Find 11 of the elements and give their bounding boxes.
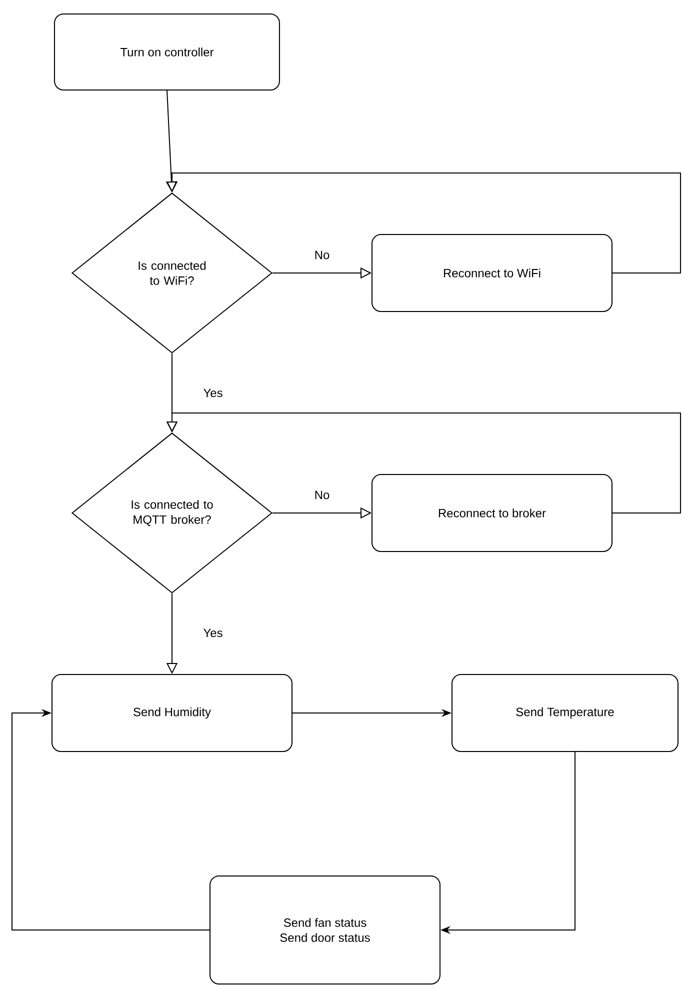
edge-label: No	[313, 250, 331, 260]
process-box: Reconnect to WiFi	[372, 234, 612, 312]
edge-label: Yes	[202, 628, 224, 638]
process-box: Send Temperature	[452, 674, 678, 752]
process-box: Turn on controller	[54, 14, 280, 90]
process-box: Send fan status Send door status	[210, 876, 440, 984]
arrow	[12, 708, 210, 930]
process-box: Send Humidity	[52, 674, 292, 752]
process-box: Reconnect to broker	[372, 474, 612, 552]
edge-label: No	[313, 490, 331, 500]
edge-label: Yes	[202, 388, 224, 398]
